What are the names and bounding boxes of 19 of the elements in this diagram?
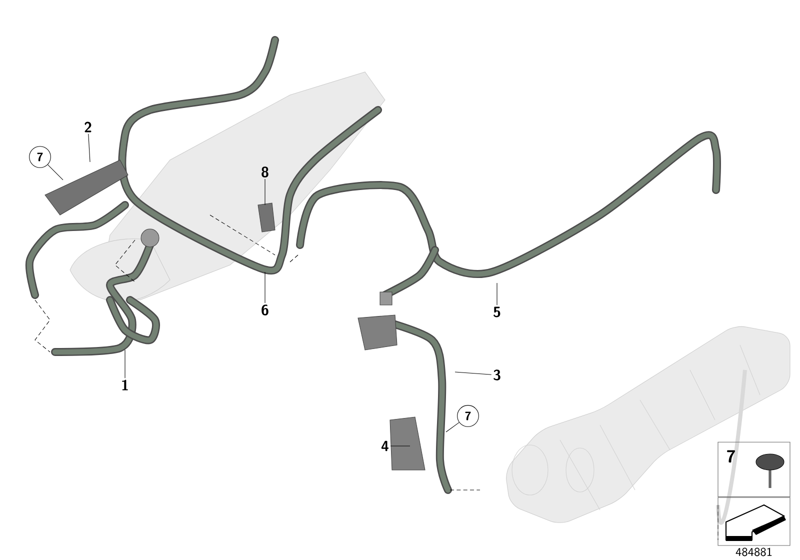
leader-line [264,272,266,304]
callout-number: 6 [262,304,268,316]
leader-line [47,164,64,180]
callout-number: 2 [84,122,92,132]
leader-line [88,134,90,162]
leader-line [124,350,126,378]
callout-number: 4 [381,440,389,452]
circled-callout-number: 7 [457,405,479,427]
circled-callout-number: 7 [29,146,51,168]
callout-number: 5 [494,306,500,318]
leader-line [454,372,492,375]
leader-line [496,282,498,306]
leader-line [446,422,460,432]
part-box [718,497,790,546]
leader-line [264,178,266,206]
part-box: 7 [718,442,790,498]
callout-number: 1 [122,380,128,390]
callout-number: 3 [494,370,500,380]
callout-number: 8 [262,166,268,178]
